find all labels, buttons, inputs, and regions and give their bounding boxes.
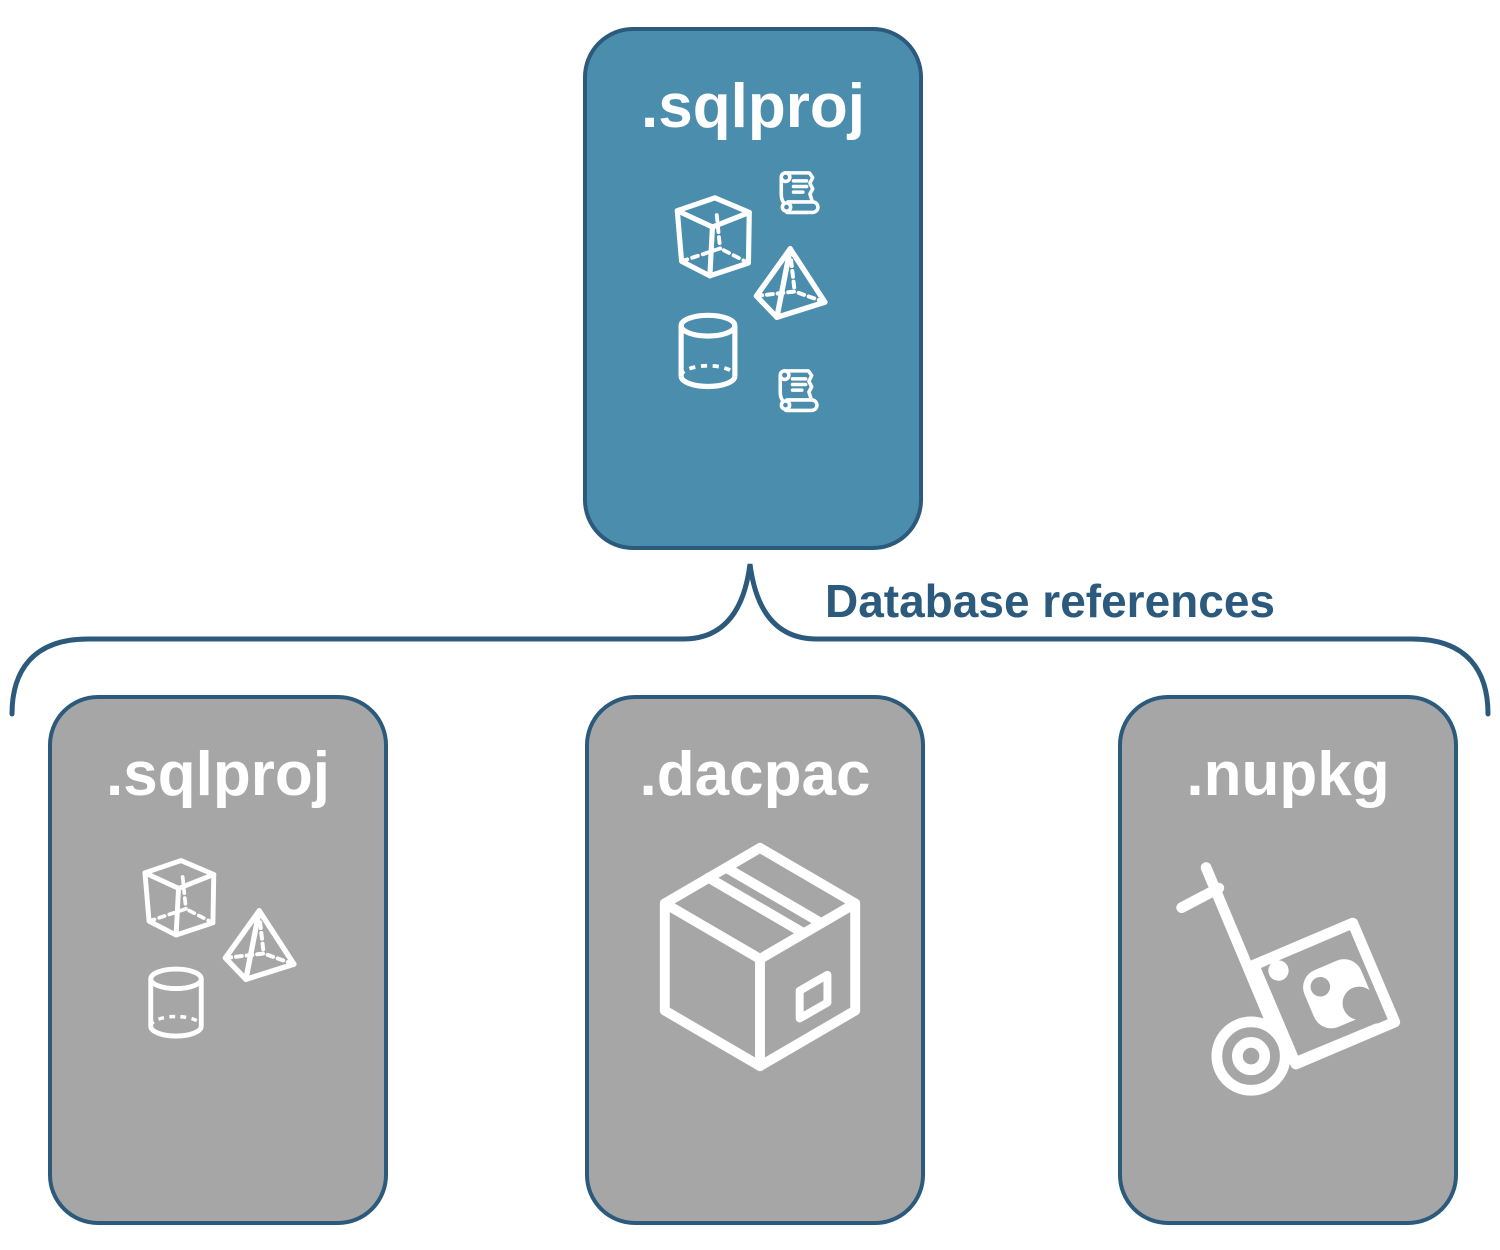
child-node-nupkg: .nupkg	[1118, 695, 1458, 1225]
hand-truck-package-icon	[1168, 847, 1422, 1105]
root-node-sqlproj: .sqlproj	[583, 27, 923, 550]
package-box-icon	[641, 832, 879, 1078]
database-references-brace	[9, 563, 1491, 717]
database-cylinder-icon	[674, 312, 742, 395]
database-cylinder-icon	[144, 966, 208, 1044]
child-node-label: .sqlproj	[106, 740, 330, 809]
child-node-sqlproj: .sqlproj	[48, 695, 388, 1225]
child-node-label: .nupkg	[1186, 740, 1390, 809]
child-node-label: .dacpac	[639, 740, 871, 809]
child-node-dacpac: .dacpac	[585, 695, 925, 1225]
connector-label: Database references	[824, 575, 1276, 627]
pyramid-icon	[212, 901, 310, 990]
root-node-label: .sqlproj	[641, 72, 865, 141]
script-scroll-icon	[772, 165, 830, 223]
pyramid-icon	[743, 239, 841, 328]
cube-icon	[140, 854, 222, 940]
script-scroll-icon	[771, 363, 829, 421]
